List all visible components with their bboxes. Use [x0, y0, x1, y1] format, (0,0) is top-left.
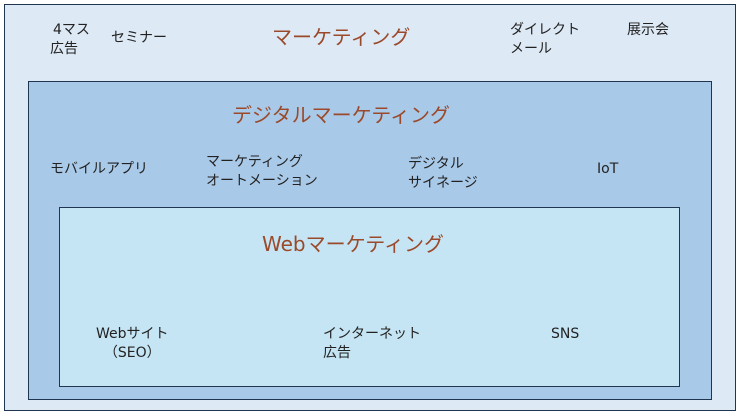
web-marketing-title: Webマーケティング	[262, 232, 445, 256]
iot-label: IoT	[597, 161, 619, 177]
direct-mail-label: ダイレクト メール	[510, 22, 580, 57]
marketing-automation-label: マーケティング オートメーション	[206, 154, 318, 189]
internet-ads-label: インターネット 広告	[323, 326, 421, 361]
digital-marketing-title: デジタルマーケティング	[232, 103, 450, 127]
website-seo-label: Webサイト （SEO）	[96, 326, 169, 361]
mobile-app-label: モバイルアプリ	[50, 161, 148, 177]
web-marketing-region	[59, 207, 680, 387]
sns-label: SNS	[551, 326, 580, 342]
digital-signage-label: デジタル サイネージ	[408, 156, 478, 191]
mass-media-ads-label: 4マス 広告	[50, 22, 90, 57]
marketing-title: マーケティング	[272, 25, 411, 49]
exhibition-label: 展示会	[627, 22, 669, 38]
seminar-label: セミナー	[111, 30, 167, 46]
